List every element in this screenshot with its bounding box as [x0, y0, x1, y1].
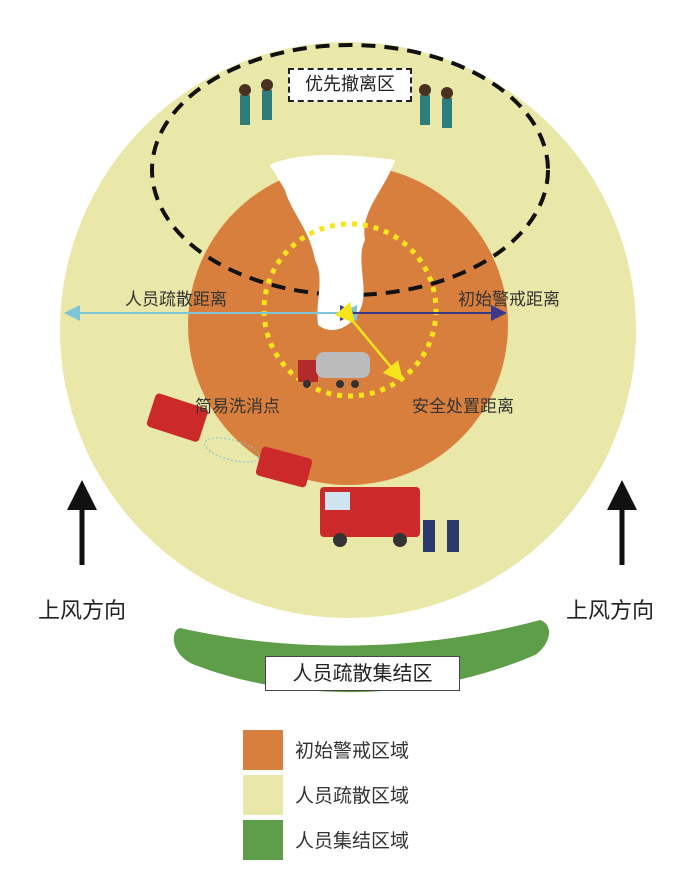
assembly-area-label: 人员疏散集结区 [265, 656, 460, 691]
legend-item-evacuation: 人员疏散区域 [243, 772, 409, 817]
priority-evacuation-label: 优先撤离区 [288, 68, 412, 102]
legend-swatch [243, 774, 283, 815]
legend-swatch [243, 729, 283, 770]
legend-item-assembly: 人员集结区域 [243, 817, 409, 862]
legend-item-isolation: 初始警戒区域 [243, 727, 409, 772]
tanker-truck-icon [298, 352, 370, 388]
smoke-plume [270, 155, 395, 330]
safe-distance-arrow [334, 302, 404, 382]
legend: 初始警戒区域 人员疏散区域 人员集结区域 [243, 727, 409, 862]
safe-disposal-distance-label: 安全处置距离 [412, 397, 514, 417]
upwind-label-left: 上风方向 [38, 599, 127, 624]
legend-label: 人员疏散区域 [295, 785, 410, 807]
evacuation-distance-label: 人员疏散距离 [125, 290, 227, 310]
legend-swatch [243, 819, 283, 860]
initial-isolation-distance-label: 初始警戒距离 [458, 290, 560, 310]
legend-label: 初始警戒区域 [295, 740, 410, 762]
decontamination-point-label: 简易洗消点 [195, 397, 280, 417]
water-spray-icon [204, 437, 260, 463]
fire-truck-icon [146, 393, 420, 547]
people-icons [239, 79, 453, 128]
legend-label: 人员集结区域 [295, 830, 410, 852]
firefighter-icons [423, 520, 459, 552]
upwind-label-right: 上风方向 [566, 599, 655, 624]
